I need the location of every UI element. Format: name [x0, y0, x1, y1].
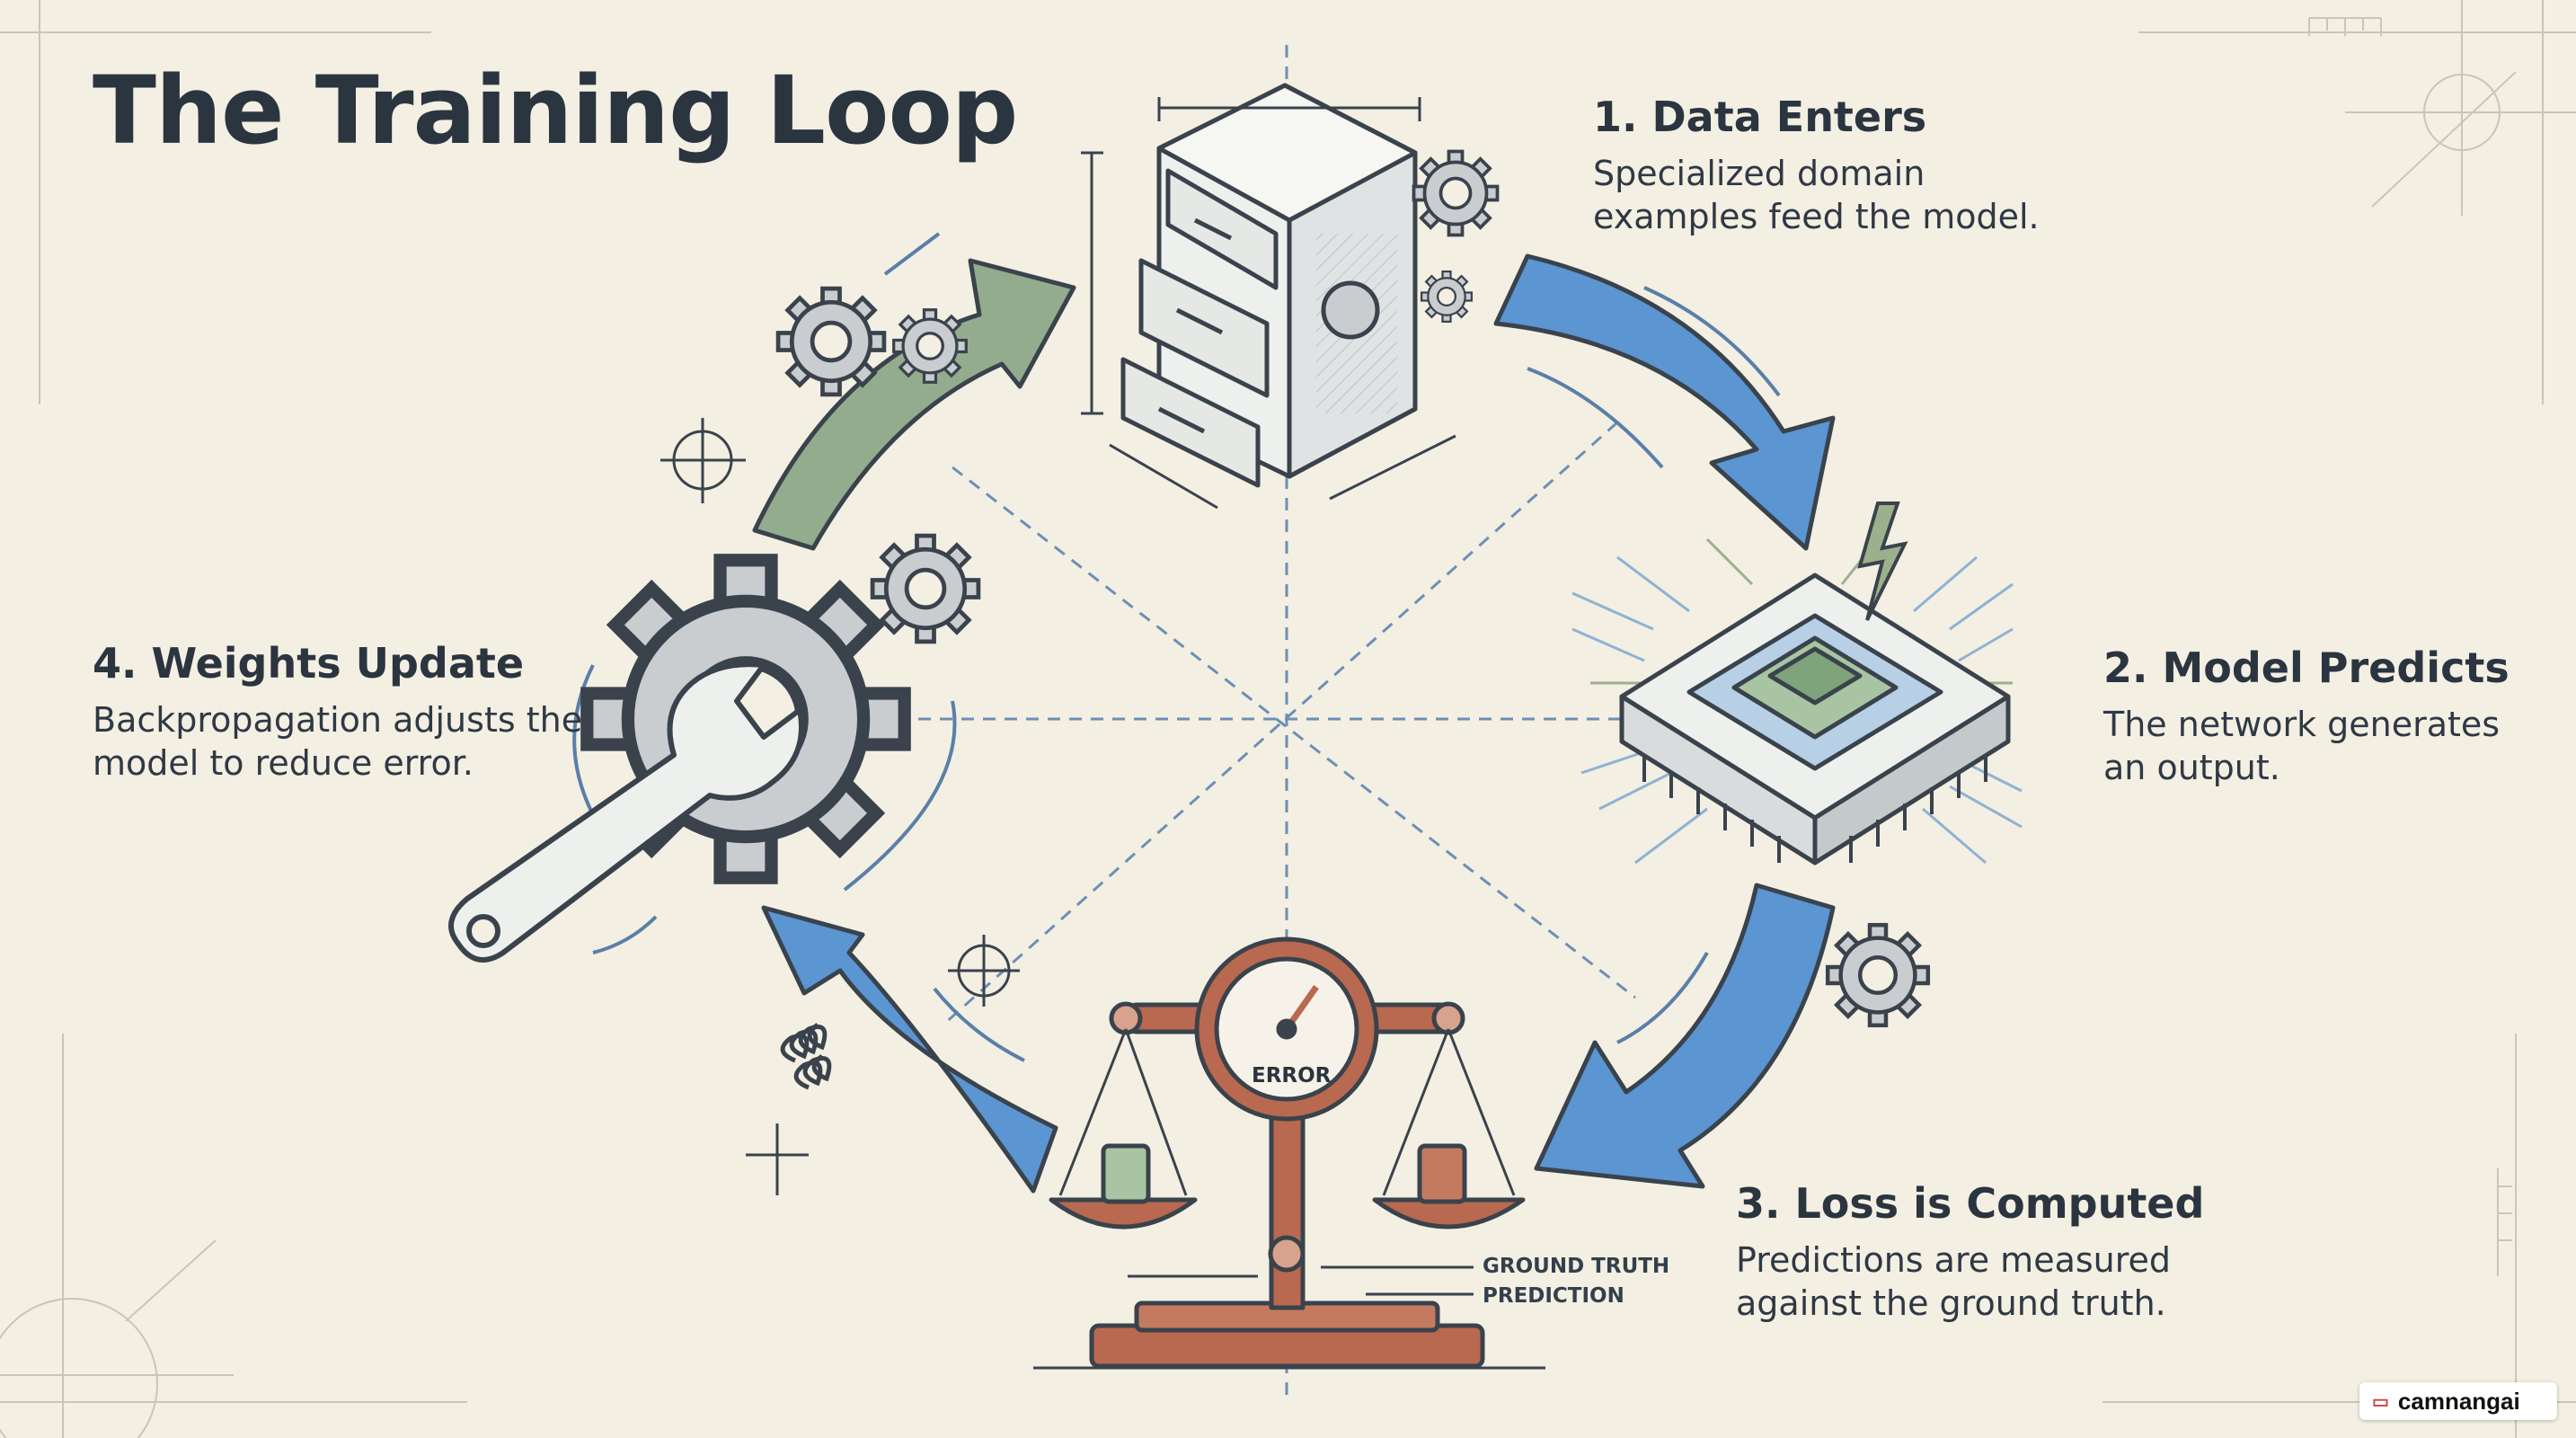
crosshair-icon	[660, 418, 1020, 1195]
step-heading: 4. Weights Update	[93, 639, 525, 688]
step-heading: 2. Model Predicts	[2103, 644, 2510, 692]
step-loss-computed: 3. Loss is Computed Predictions are meas…	[1736, 1179, 2239, 1325]
error-gauge-label: ERROR	[1252, 1064, 1332, 1087]
watermark-badge[interactable]: ▭ camnangai	[2359, 1382, 2557, 1420]
step-data-enters: 1. Data Enters Specialized domain exampl…	[1593, 93, 2096, 238]
step-model-predicts: 2. Model Predicts The network generates …	[2103, 644, 2553, 789]
step-description: Specialized domain examples feed the mod…	[1593, 154, 2040, 236]
scale-measure-lines	[1033, 1265, 1545, 1370]
chip-icon	[1571, 537, 2023, 865]
prediction-label: PREDICTION	[1483, 1284, 1624, 1308]
step-description: The network generates an output.	[2103, 705, 2501, 787]
step-description: Backpropagation adjusts the model to red…	[93, 700, 583, 783]
spring-icon	[780, 1023, 832, 1090]
chip-gear	[1828, 925, 1928, 1025]
arrow-update-to-data	[752, 258, 1076, 551]
wrench-icon	[448, 661, 804, 963]
step-heading: 3. Loss is Computed	[1736, 1179, 2205, 1228]
watermark-text: camnangai	[2397, 1387, 2520, 1415]
dimension-lines	[1081, 97, 1456, 510]
step-heading: 1. Data Enters	[1593, 93, 1927, 141]
book-icon: ▭	[2372, 1391, 2389, 1412]
arrow-model-to-loss	[1534, 883, 1836, 1189]
arrow-loss-to-update	[761, 905, 1058, 1194]
ground-truth-label: GROUND TRUTH	[1483, 1255, 1670, 1278]
filing-cabinet-icon	[1120, 83, 1418, 488]
step-description: Predictions are measured against the gro…	[1736, 1240, 2172, 1323]
balance-scale-icon	[1049, 936, 1526, 1369]
lightning-icon	[1857, 502, 1908, 621]
step-weights-update: 4. Weights Update Backpropagation adjust…	[93, 639, 596, 785]
arrow-data-to-model	[1493, 253, 1836, 551]
page-title: The Training Loop	[93, 56, 1018, 165]
cabinet-gears	[1412, 149, 1500, 324]
